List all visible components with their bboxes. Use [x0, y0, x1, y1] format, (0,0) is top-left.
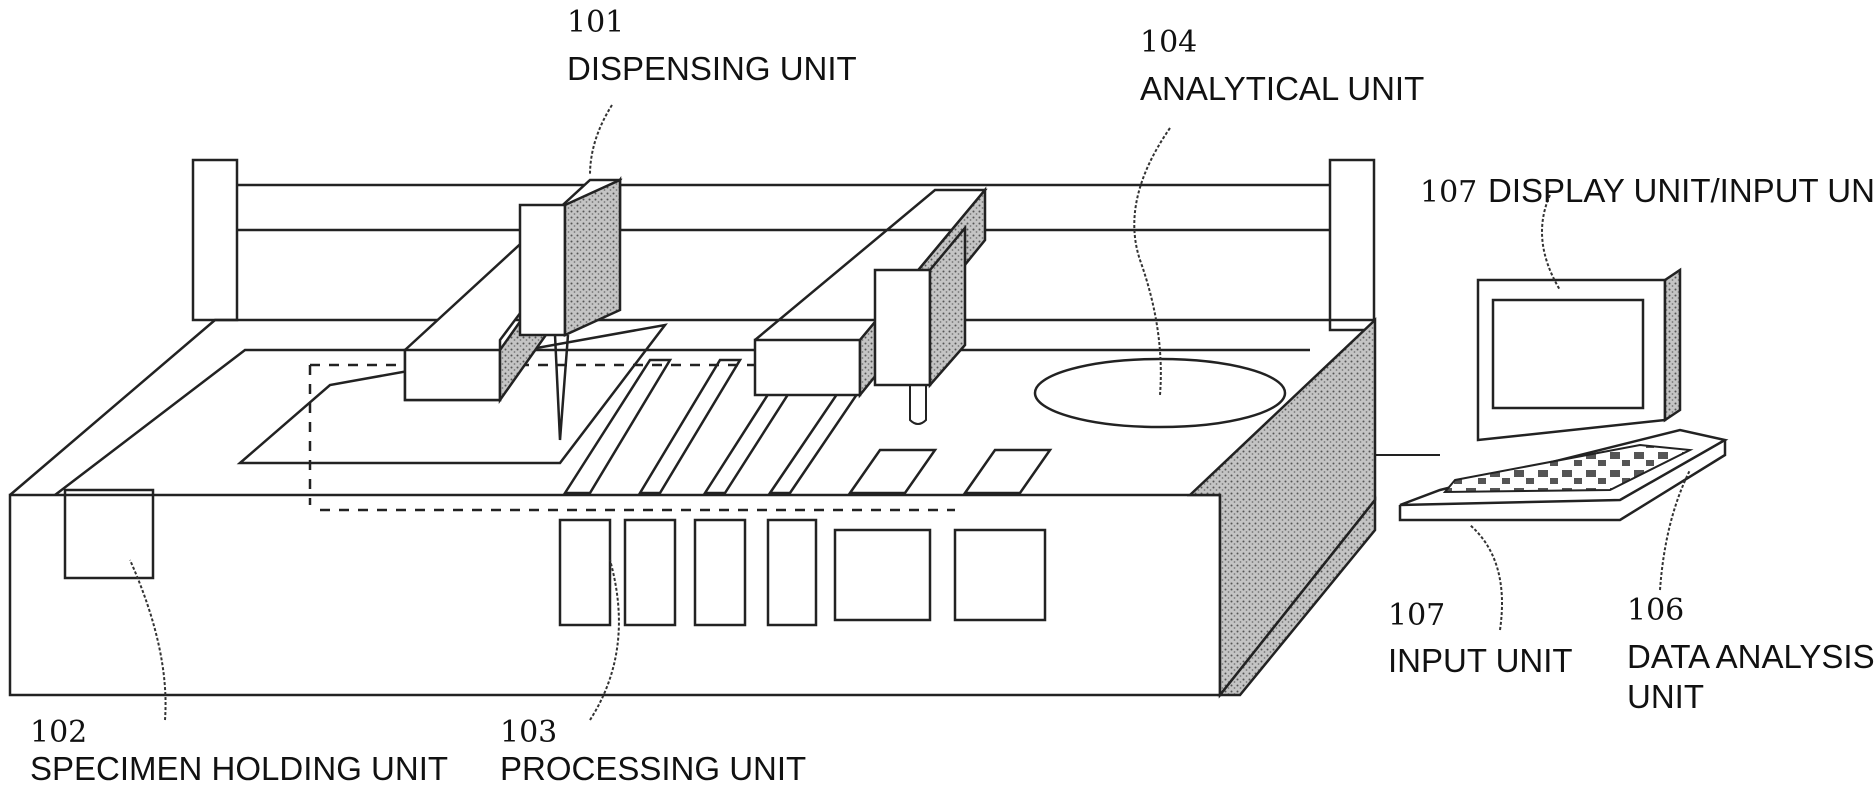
label-number-102: 102 [30, 715, 87, 750]
label-number-103: 103 [500, 715, 557, 750]
label-input-unit: INPUT UNIT [1388, 642, 1573, 679]
dispensing-arm-right [755, 190, 985, 424]
label-dispensing: 101 DISPENSING UNIT [567, 5, 857, 87]
label-analytical-unit: ANALYTICAL UNIT [1140, 70, 1424, 107]
label-dispensing-unit: DISPENSING UNIT [567, 50, 857, 87]
laptop [1375, 270, 1725, 520]
label-analytical: 104 ANALYTICAL UNIT [1140, 25, 1424, 107]
label-data-analysis-line2: UNIT [1627, 678, 1704, 715]
gantry-frame [193, 160, 1374, 330]
label-number-101: 101 [567, 5, 624, 40]
label-display-unit: DISPLAY UNIT/INPUT UNIT [1488, 172, 1875, 209]
label-specimen-holding-unit: SPECIMEN HOLDING UNIT [30, 750, 448, 787]
label-specimen: 102 SPECIMEN HOLDING UNIT [30, 715, 448, 787]
label-number-104: 104 [1140, 25, 1197, 60]
label-data-analysis-line1: DATA ANALYSIS [1627, 638, 1875, 675]
label-display: 107 DISPLAY UNIT/INPUT UNIT [1420, 172, 1875, 210]
label-number-106: 106 [1627, 593, 1684, 628]
label-number-107-display: 107 [1420, 175, 1477, 210]
label-processing-unit: PROCESSING UNIT [500, 750, 806, 787]
label-input: 107 INPUT UNIT [1388, 598, 1573, 679]
label-processing: 103 PROCESSING UNIT [500, 715, 806, 787]
main-body [10, 320, 1375, 695]
label-data-analysis: 106 DATA ANALYSIS UNIT [1627, 593, 1875, 715]
dispensing-arm-left [405, 180, 620, 440]
label-number-107-input: 107 [1388, 598, 1445, 633]
